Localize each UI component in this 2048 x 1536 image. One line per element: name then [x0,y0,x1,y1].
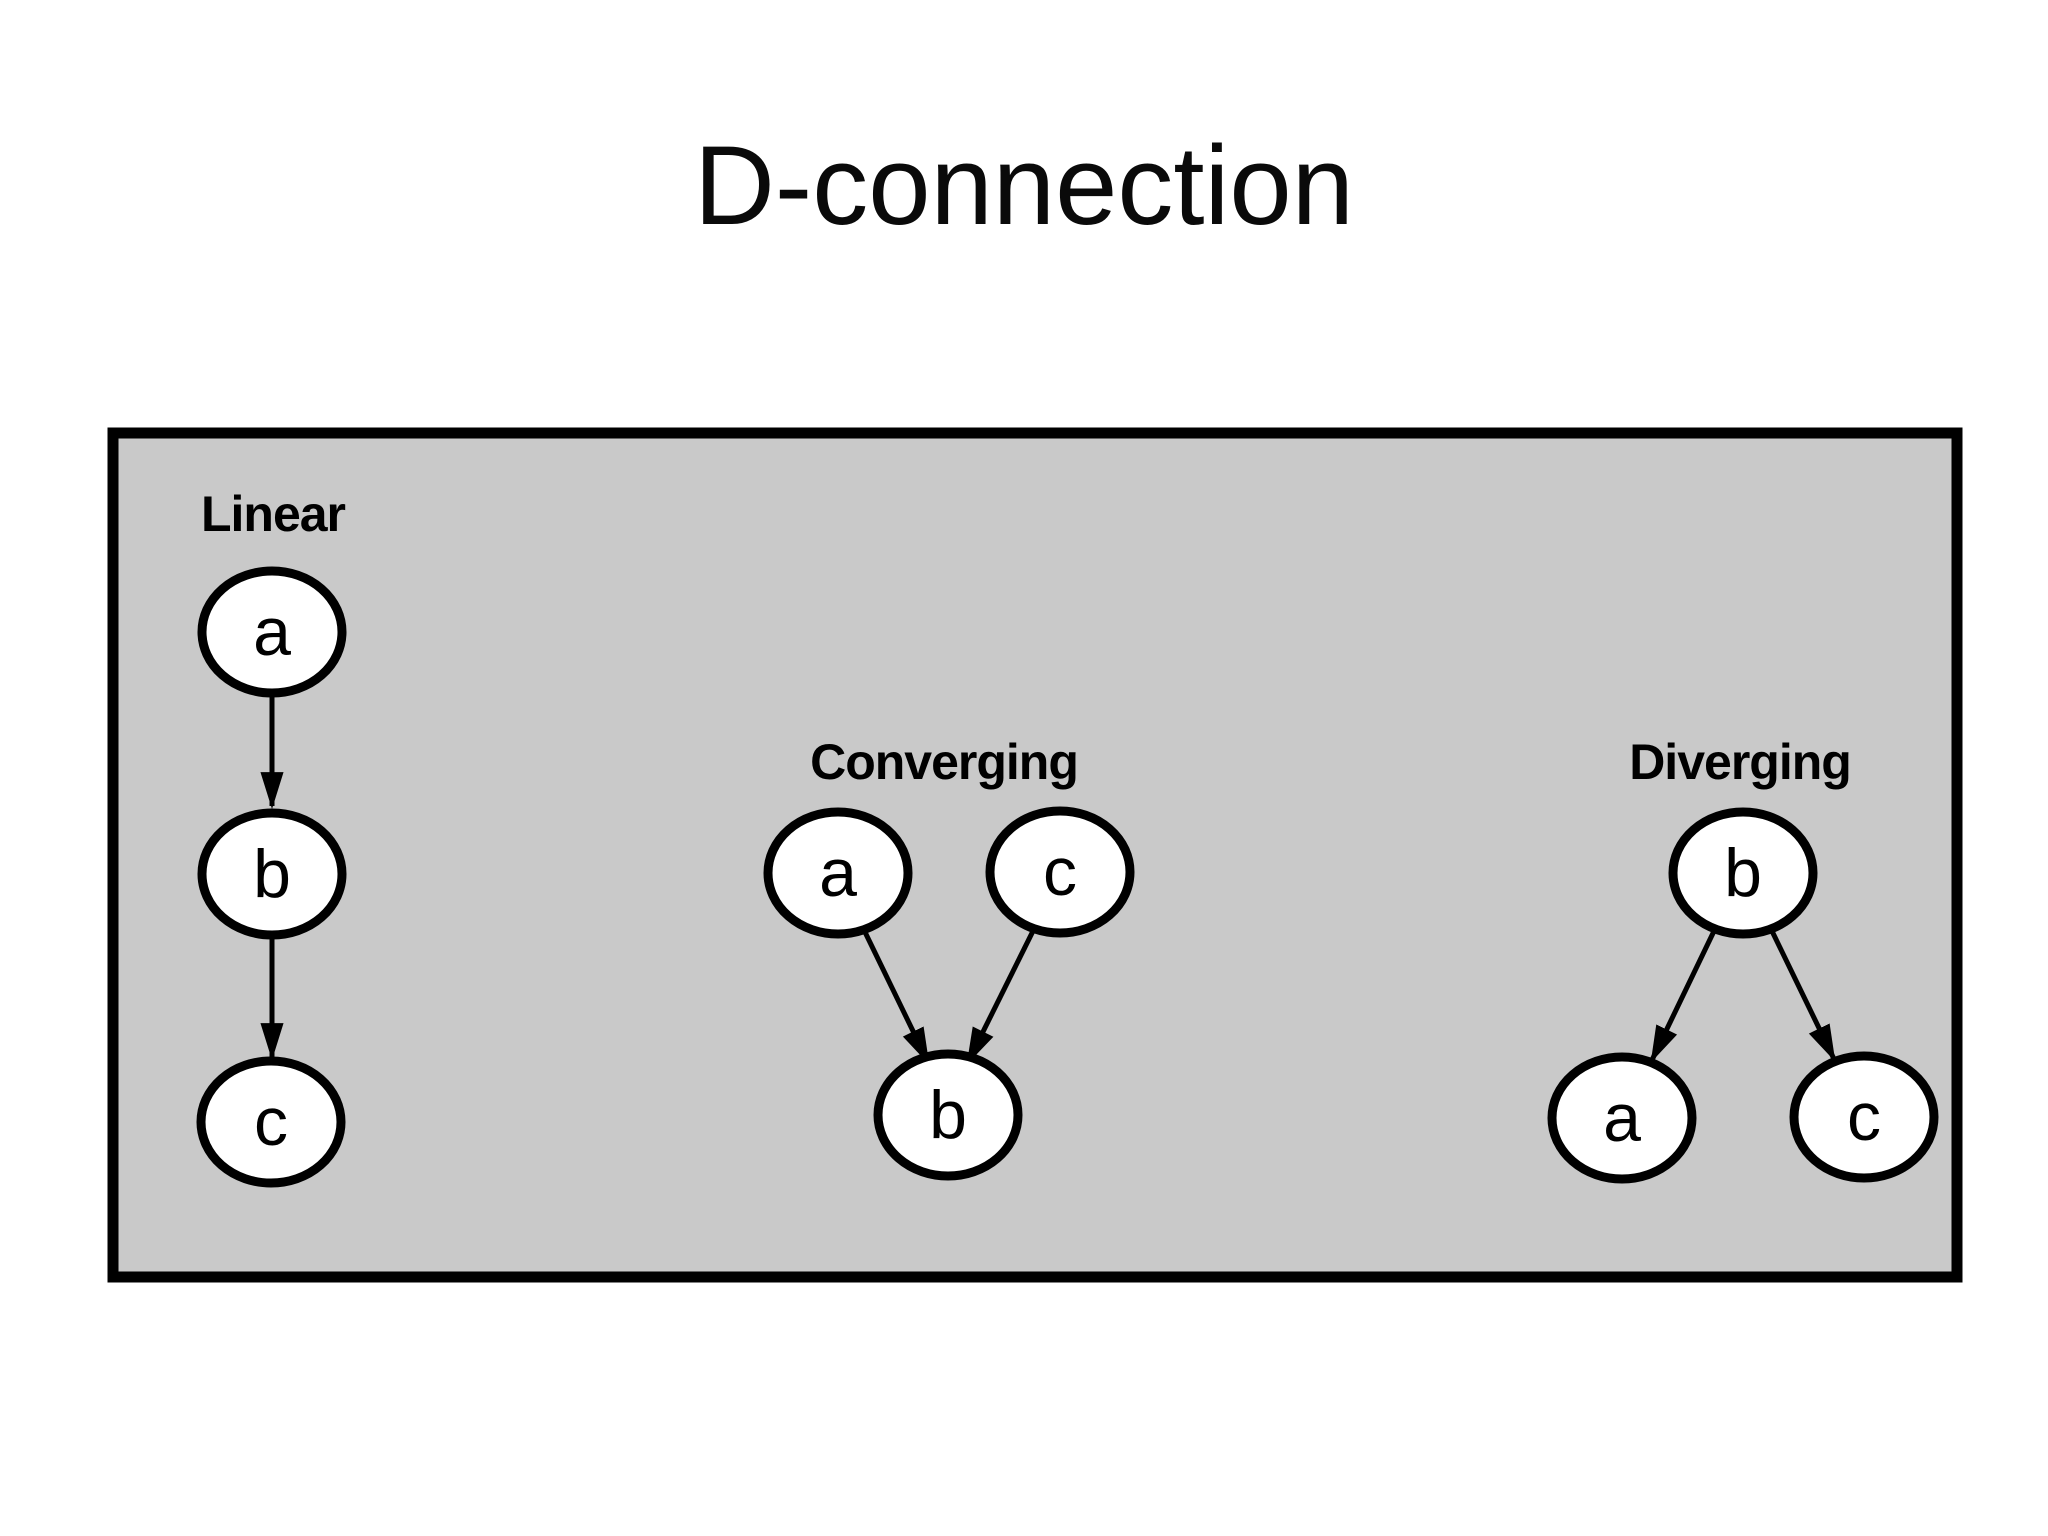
group-label-converging: Converging [810,734,1078,790]
edge-converging-c-to-b [965,927,1037,1065]
group-converging: Converging a c b [763,734,1135,1181]
node-label-diverging-c: c [1847,1079,1881,1155]
group-label-diverging: Diverging [1629,734,1851,790]
edge-diverging-b-to-a [1649,927,1718,1063]
node-label-linear-a: a [253,594,291,670]
node-linear-c [196,1056,346,1188]
node-diverging-c [1789,1051,1939,1183]
node-diverging-b [1668,807,1818,939]
slide-title: D-connection [694,123,1354,248]
node-diverging-a [1547,1052,1697,1184]
node-converging-a [763,807,913,939]
node-label-diverging-a: a [1603,1080,1641,1156]
group-diverging: Diverging b a c [1547,734,1939,1184]
group-linear: Linear a b c [196,486,347,1188]
node-linear-b [197,808,347,940]
node-label-converging-b: b [929,1077,967,1153]
edge-diverging-b-to-c [1768,927,1837,1062]
node-label-linear-b: b [253,836,291,912]
group-label-linear: Linear [201,486,346,542]
node-label-converging-c: c [1043,834,1077,910]
node-linear-a [197,566,347,698]
edge-converging-a-to-b [861,928,931,1065]
node-label-converging-a: a [819,835,857,911]
node-label-linear-c: c [254,1084,288,1160]
node-converging-b [873,1049,1023,1181]
node-converging-c [985,806,1135,938]
node-label-diverging-b: b [1724,835,1762,911]
